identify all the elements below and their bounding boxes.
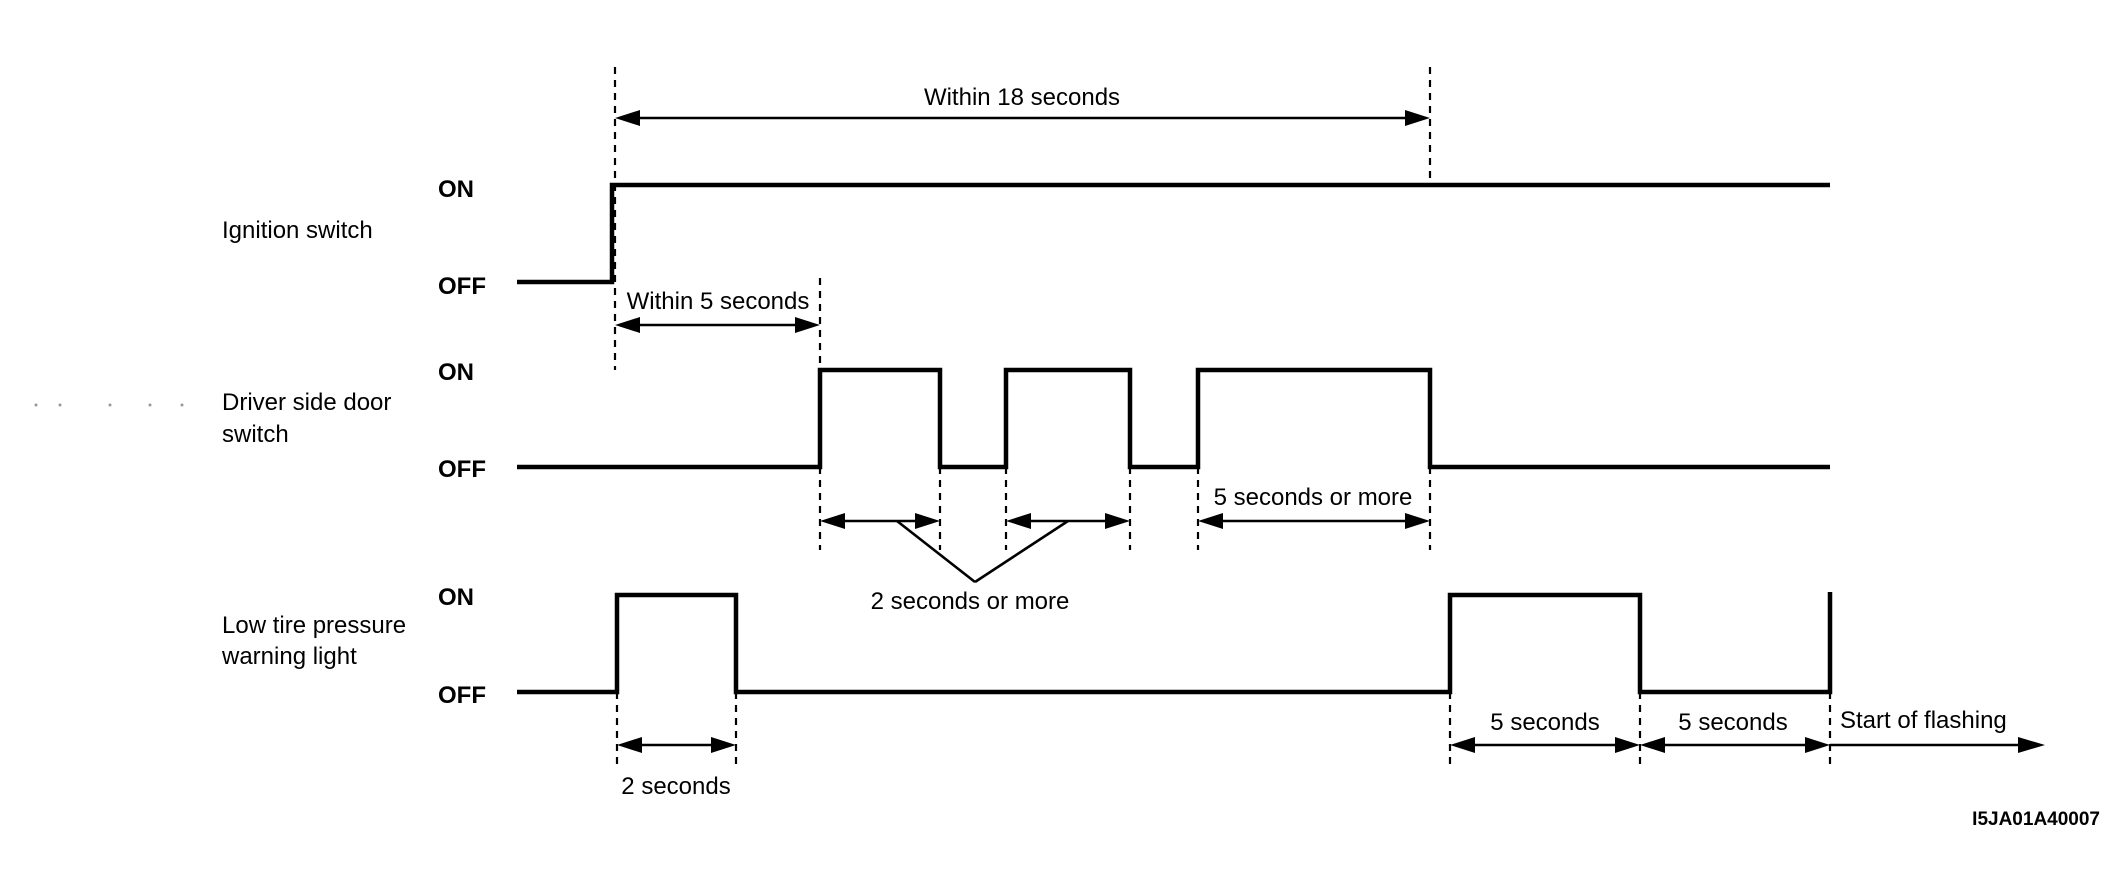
warning-light-label-line2: warning light (221, 643, 357, 670)
warning-light-label-line1: Low tire pressure (222, 612, 406, 639)
warning-off-label: OFF (438, 682, 486, 709)
within-5-seconds-label: Within 5 seconds (627, 288, 810, 315)
scan-specks (34, 403, 184, 407)
five-seconds-2-arrow (1640, 737, 1830, 753)
two-seconds-arrow (617, 737, 736, 753)
warning-on-label: ON (438, 584, 474, 611)
within-5-seconds-arrow (615, 317, 820, 333)
five-seconds-2-label: 5 seconds (1678, 709, 1787, 736)
within-18-seconds-arrow (615, 110, 1430, 126)
start-of-flashing-label: Start of flashing (1840, 707, 2007, 734)
five-seconds-or-more-label: 5 seconds or more (1214, 484, 1413, 511)
ignition-off-label: OFF (438, 273, 486, 300)
door-switch-waveform (517, 367, 1830, 470)
five-seconds-or-more-arrow (1198, 513, 1430, 529)
two-seconds-label: 2 seconds (621, 773, 730, 800)
ignition-on-label: ON (438, 176, 474, 203)
door-on-label: ON (438, 359, 474, 386)
figure-id: I5JA01A40007 (1972, 809, 2100, 830)
ignition-switch-label: Ignition switch (222, 217, 373, 244)
five-seconds-1-arrow (1450, 737, 1640, 753)
driver-door-switch-label-line1: Driver side door (222, 389, 391, 416)
driver-door-switch-label-line2: switch (222, 421, 289, 448)
warning-light-waveform (517, 592, 1833, 695)
start-of-flashing-arrow (1830, 737, 2045, 753)
ignition-waveform (517, 182, 1830, 285)
two-seconds-or-more-leader (896, 519, 1069, 584)
two-seconds-or-more-label: 2 seconds or more (871, 588, 1070, 615)
five-seconds-1-label: 5 seconds (1490, 709, 1599, 736)
door1-2s-arrow (820, 513, 940, 529)
within-18-seconds-label: Within 18 seconds (924, 84, 1120, 111)
door-off-label: OFF (438, 456, 486, 483)
